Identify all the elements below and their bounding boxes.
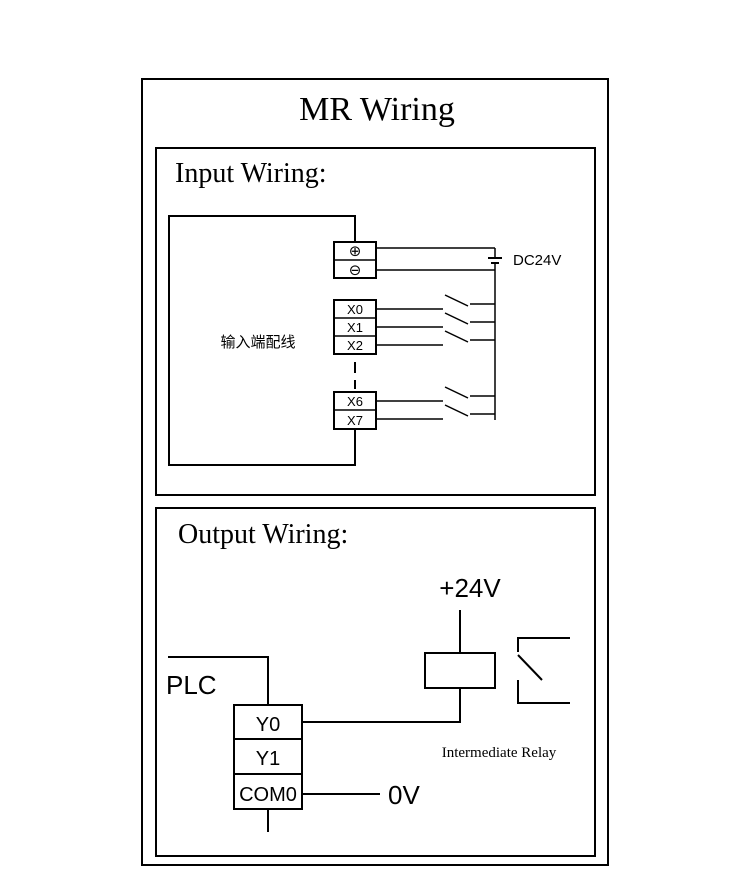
y0-to-relay-wire (302, 688, 461, 723)
input-wiring-section: Input Wiring: 输入端配线 ⊕ ⊖ DC24V X0 X1 X2 X… (155, 147, 596, 496)
terminal-x1: X1 (347, 320, 363, 335)
terminal-x0: X0 (347, 302, 363, 317)
plus-terminal: ⊕ (349, 243, 362, 260)
input-switches (376, 294, 495, 420)
input-heading: Input Wiring: (175, 158, 327, 189)
terminal-x2: X2 (347, 338, 363, 353)
terminal-y0: Y0 (256, 714, 280, 736)
terminal-x7: X7 (347, 413, 363, 428)
relay-label: Intermediate Relay (442, 745, 557, 761)
page-title: MR Wiring (299, 91, 455, 128)
plc-wire (168, 656, 269, 705)
relay-coil (424, 652, 496, 689)
ground-label: 0V (388, 780, 420, 810)
input-section-frame (155, 147, 596, 496)
minus-terminal: ⊖ (349, 262, 362, 279)
terminal-x6: X6 (347, 394, 363, 409)
relay-contact-lower (517, 680, 570, 704)
terminal-y1: Y1 (256, 748, 280, 770)
plc-label: PLC (166, 670, 217, 700)
outer-frame (141, 78, 609, 866)
output-wiring-section: Output Wiring: PLC Y0 Y1 COM0 +24V Inter… (155, 507, 596, 857)
relay-contact-upper (517, 637, 570, 652)
output-heading: Output Wiring: (178, 519, 348, 550)
relay-contact-blade (517, 654, 543, 681)
output-section-frame (155, 507, 596, 857)
terminal-com0: COM0 (239, 784, 297, 806)
input-block-outline (168, 215, 356, 466)
plus24v-label: +24V (439, 573, 501, 603)
dc24v-label: DC24V (513, 252, 561, 269)
input-block-label: 输入端配线 (220, 334, 295, 351)
